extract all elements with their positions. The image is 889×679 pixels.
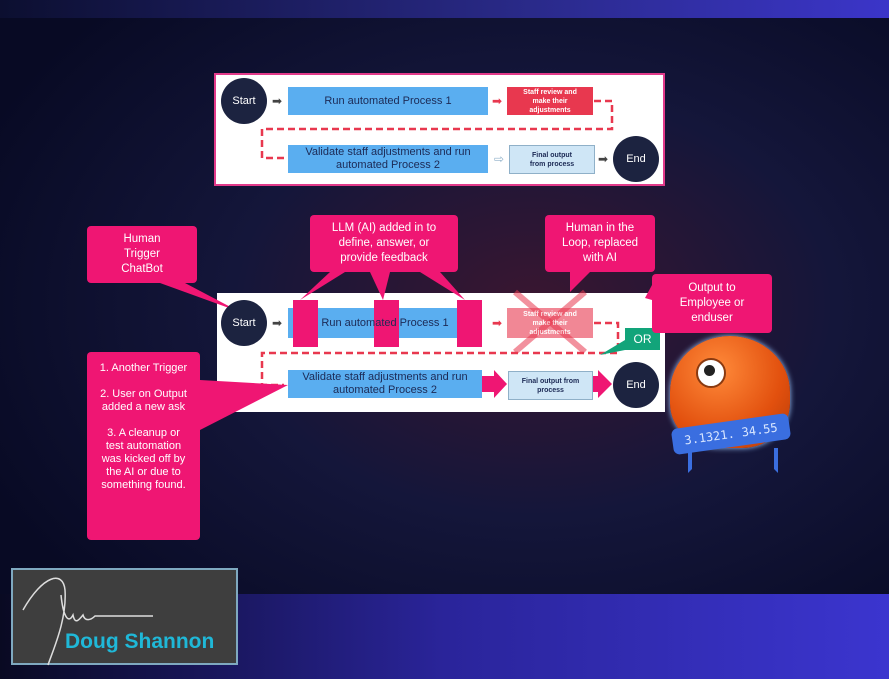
signature-name: Doug Shannon — [65, 630, 215, 653]
end-node: End — [613, 362, 659, 408]
mascot-legs — [688, 448, 778, 473]
llm-insertion-marker — [374, 300, 399, 347]
llm-insertion-marker — [457, 300, 482, 347]
start-node: Start — [221, 300, 267, 346]
arrow-icon: ➡ — [492, 316, 503, 330]
process2-box: Validate staff adjustments and run autom… — [288, 145, 488, 173]
callout-output: Output to Employee or enduser — [652, 274, 772, 333]
process2-box: Validate staff adjustments and run autom… — [288, 370, 482, 398]
callout-human-trigger: Human Trigger ChatBot — [87, 226, 197, 283]
robot-mascot: 3.1321. 34.55 — [668, 336, 798, 476]
signature-scribble — [22, 577, 153, 666]
arrow-icon: ⇨ — [494, 152, 505, 166]
arrow-icon: ➡ — [272, 94, 283, 108]
start-node: Start — [221, 78, 267, 124]
callout-llm: LLM (AI) added in to define, answer, or … — [310, 215, 458, 272]
mascot-eye — [696, 358, 726, 388]
top-band — [0, 0, 889, 18]
process1-label: Run automated Process 1 — [321, 316, 449, 329]
callout-triggers: 1. Another Trigger 2. User on Output add… — [87, 352, 200, 540]
final-output-box: Final output from process — [508, 371, 593, 400]
or-label: OR — [625, 328, 660, 350]
staff-review-box-replaced: Staff review and make their adjustments — [507, 308, 593, 338]
arrow-icon: ➡ — [492, 94, 503, 108]
staff-review-box: Staff review and make their adjustments — [507, 87, 593, 115]
arrow-icon: ➡ — [272, 316, 283, 330]
end-node: End — [613, 136, 659, 182]
process1-box: Run automated Process 1 — [288, 87, 488, 115]
llm-insertion-marker — [293, 300, 318, 347]
final-output-box: Final output from process — [509, 145, 595, 174]
signature-box: Doug Shannon — [11, 568, 238, 666]
arrow-icon: ➡ — [598, 152, 609, 166]
callout-human-loop: Human in the Loop, replaced with AI — [545, 215, 655, 272]
